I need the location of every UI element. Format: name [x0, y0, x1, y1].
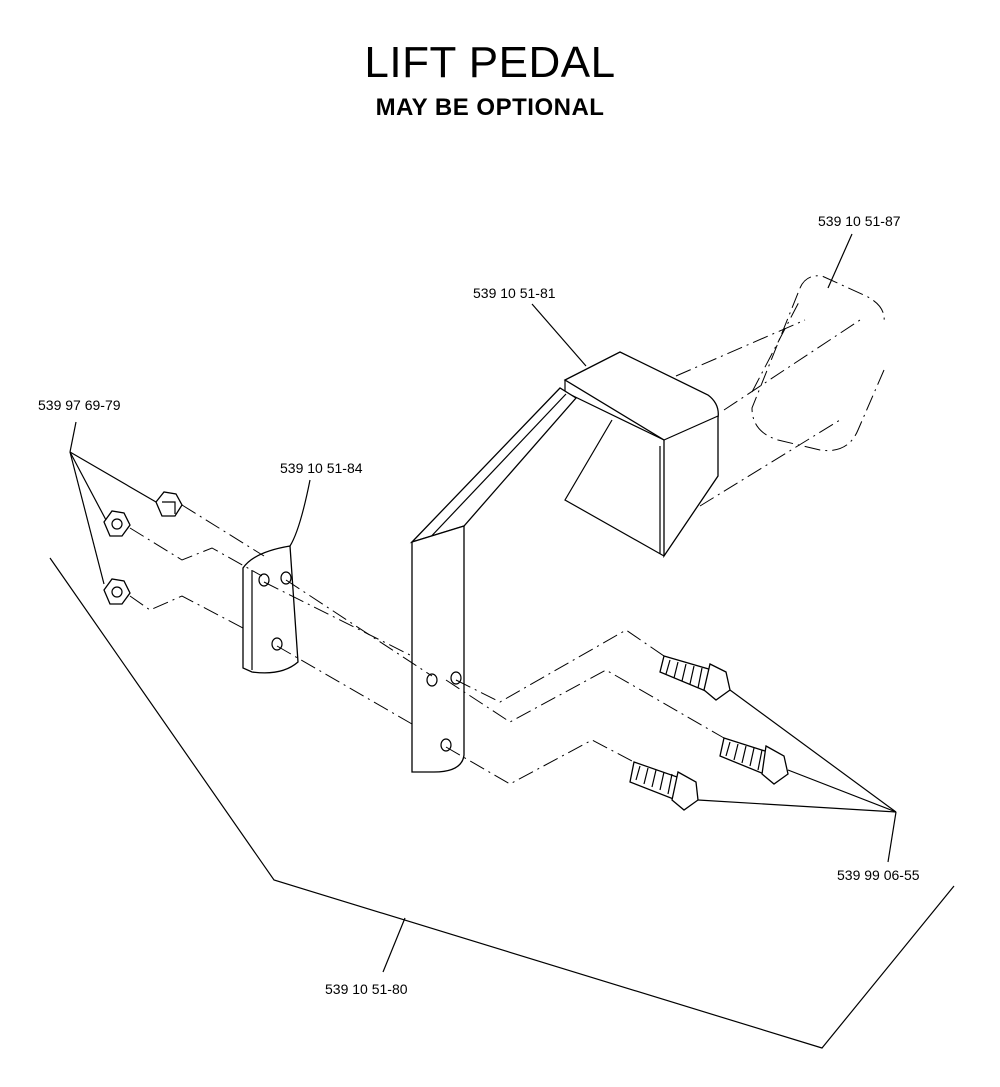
part-label-pedal-bracket: 539 10 51-81 [473, 285, 556, 301]
part-label-bolts: 539 99 06-55 [837, 867, 920, 883]
bolt-top [659, 655, 731, 701]
pedal-bracket-box [563, 351, 719, 559]
leader-lines [69, 233, 897, 863]
part-label-pedal-pad: 539 10 51-87 [818, 213, 901, 229]
part-label-backing-plate: 539 10 51-84 [280, 460, 363, 476]
diagram-subtitle: MAY BE OPTIONAL [375, 94, 605, 121]
pedal-arm [409, 387, 577, 545]
part-label-assembly: 539 10 51-80 [325, 981, 408, 997]
lock-nut-middle [103, 510, 131, 537]
lock-nut-bottom [103, 578, 131, 605]
pedal-pad-outline [675, 275, 885, 507]
backing-plate [242, 545, 299, 674]
lock-nut-top [155, 491, 183, 517]
part-label-nuts: 539 97 69-79 [38, 397, 121, 413]
bolt-middle [719, 737, 789, 785]
assembly-bracket-line [49, 557, 955, 1049]
diagram-title: LIFT PEDAL [364, 38, 616, 87]
pedal-vertical-plate [411, 525, 465, 773]
assembly-center-lines [129, 504, 725, 785]
bolt-bottom [629, 761, 699, 811]
